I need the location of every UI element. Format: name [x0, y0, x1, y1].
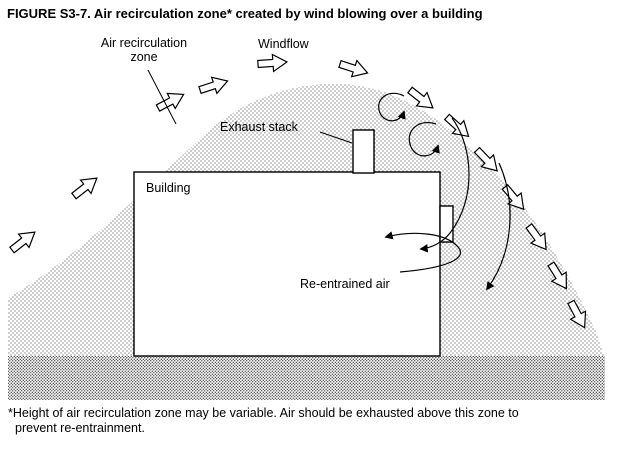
wind-arrow	[196, 72, 231, 99]
figure-title: FIGURE S3-7. Air recirculation zone* cre…	[7, 6, 483, 21]
stack-leader-line	[319, 131, 353, 144]
wind-arrow	[68, 170, 103, 204]
re-entrained-air-arrow	[384, 231, 462, 273]
eddy-arrow	[485, 162, 511, 291]
eddy-arrow	[378, 92, 406, 122]
label-exhaust-stack: Exhaust stack	[220, 120, 298, 134]
footnote-line-1: *Height of air recirculation zone may be…	[8, 406, 519, 420]
wind-arrow	[6, 224, 41, 258]
ground-shape	[8, 356, 605, 400]
label-building: Building	[146, 181, 191, 195]
exhaust-stack-shape	[352, 129, 375, 174]
wind-arrow	[256, 52, 289, 74]
eddy-arrows	[378, 92, 511, 291]
zone-leader-line	[147, 69, 177, 125]
figure-footnote: *Height of air recirculation zone may be…	[8, 406, 519, 436]
footnote-line-2: prevent re-entrainment.	[15, 421, 145, 435]
building-shape	[133, 171, 441, 357]
label-windflow: Windflow	[258, 37, 309, 51]
eddy-arrow	[408, 122, 440, 157]
label-re-entrained-air: Re-entrained air	[300, 277, 390, 291]
label-air-recirculation-zone: Air recirculation zone	[100, 36, 188, 64]
eddy-arrow	[419, 117, 470, 253]
wind-arrow	[336, 55, 371, 82]
